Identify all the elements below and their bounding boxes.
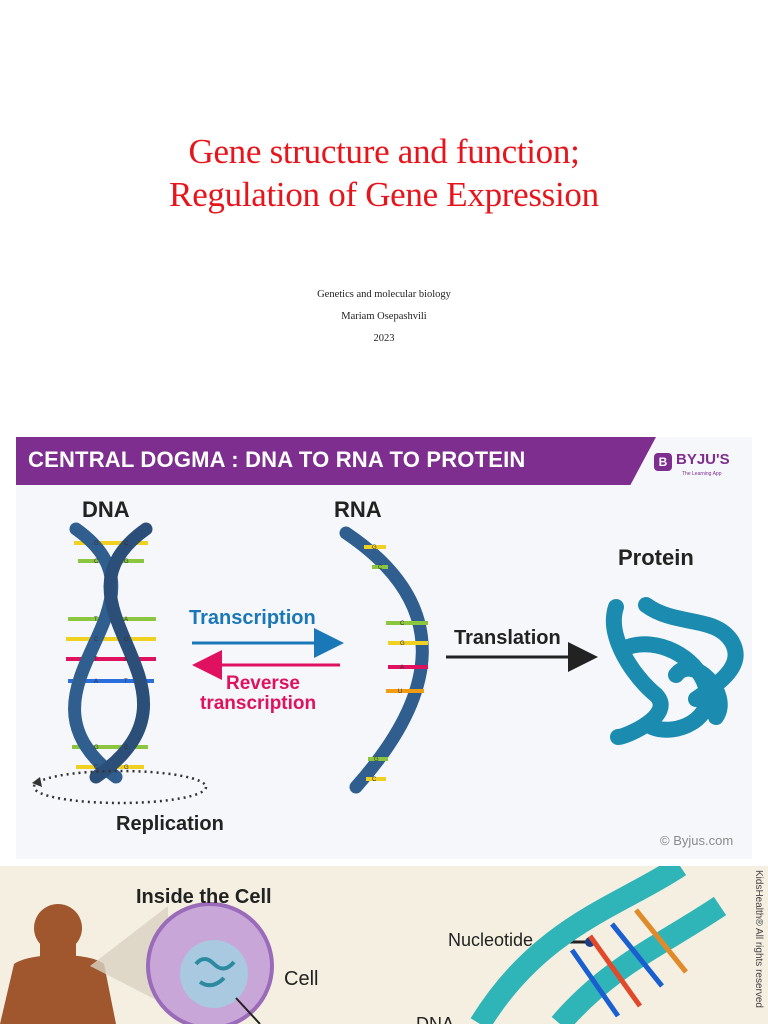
year: 2023 xyxy=(0,328,768,350)
rna-base-letter: U xyxy=(398,689,402,695)
rna-base-letter: C xyxy=(378,565,383,571)
nucleotide-label: Nucleotide xyxy=(448,930,533,951)
title-line-2: Regulation of Gene Expression xyxy=(0,173,768,216)
dna-base-letter: T xyxy=(94,617,98,623)
dna-base-letter: C xyxy=(124,745,129,751)
dna-base-letter: C xyxy=(124,541,129,547)
rna-base-letter: G xyxy=(400,641,405,647)
dna-base-letter: C xyxy=(94,637,99,643)
dna-base-letter: A xyxy=(94,679,98,685)
dna-base-letter: C xyxy=(94,765,99,771)
title-line-1: Gene structure and function; xyxy=(0,130,768,173)
dna-base-letter: G xyxy=(124,765,129,771)
dna-base-letter: A xyxy=(124,657,128,663)
rna-base-letter: G xyxy=(374,757,379,763)
rna-base-letter: G xyxy=(372,545,377,551)
dna-base-letter: G xyxy=(124,637,129,643)
cell-label: Cell xyxy=(284,968,318,991)
rna-base-letter: C xyxy=(400,621,405,627)
cell-figure-art xyxy=(0,866,768,1024)
course-name: Genetics and molecular biology xyxy=(0,284,768,306)
protein-icon xyxy=(614,605,736,737)
dogma-diagram-art: G C C G T A C G T A A T G C C G G C C G A U G C xyxy=(16,437,752,859)
dna-base-letter: G xyxy=(94,745,99,751)
dna-base-letter: G xyxy=(94,541,99,547)
dna-base-letter: A xyxy=(124,617,128,623)
central-dogma-figure: CENTRAL DOGMA : DNA TO RNA TO PROTEIN B … xyxy=(16,437,752,859)
rna-base-letter: C xyxy=(372,777,377,783)
dna-base-letter: G xyxy=(124,559,129,565)
rna-base-letter: A xyxy=(400,665,404,671)
dna-base-letter: T xyxy=(124,679,128,685)
slide-subtitle: Genetics and molecular biology Mariam Os… xyxy=(0,284,768,350)
slide-title: Gene structure and function; Regulation … xyxy=(0,130,768,216)
dna-base-letter: C xyxy=(94,559,99,565)
author-name: Mariam Osepashvili xyxy=(0,306,768,328)
kidshealth-credit: KidsHealth® All rights reserved xyxy=(753,870,764,1008)
dna-base-letter: T xyxy=(94,657,98,663)
dna-cell-label: DNA xyxy=(416,1014,454,1024)
inside-cell-title: Inside the Cell xyxy=(136,886,272,909)
inside-cell-figure: Inside the Cell Cell Nucleotide DNA Kids… xyxy=(0,866,768,1024)
